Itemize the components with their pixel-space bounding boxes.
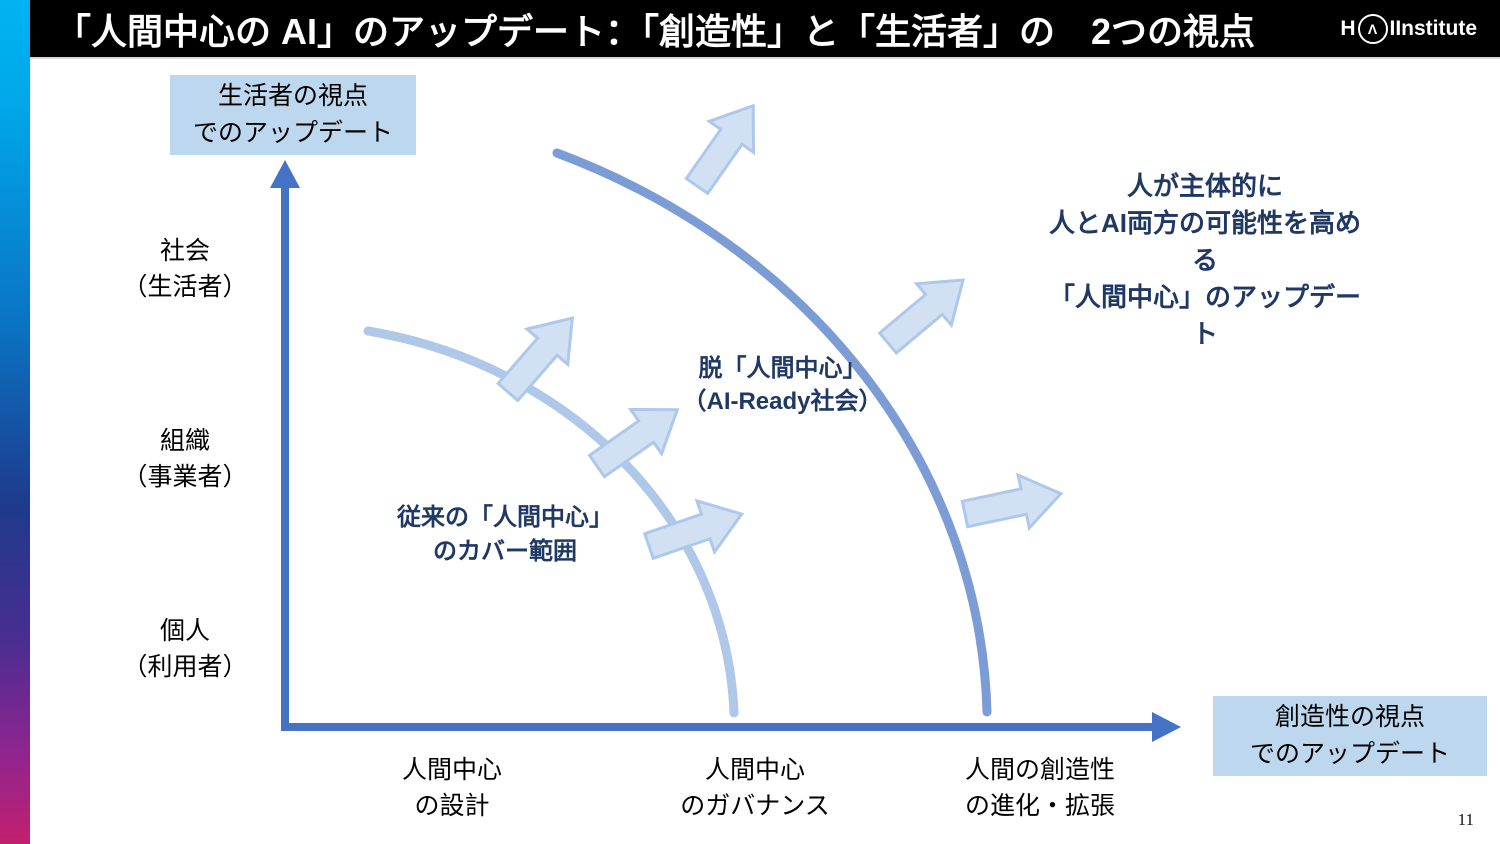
y-tick-society: 社会 （生活者）	[100, 233, 270, 305]
annotation-conventional-line2: のカバー範囲	[433, 538, 577, 565]
expansion-arrow-icon-right	[957, 465, 1068, 542]
annotation-update-line2: 人とAI両方の可能性を高める	[1048, 208, 1361, 275]
x-axis-label-box: 創造性の視点 でのアップデート	[1213, 696, 1487, 776]
inner-coverage-curve	[363, 326, 739, 718]
logo-suffix: IInstitute	[1389, 16, 1478, 40]
x-tick-creativity-line1: 人間の創造性	[964, 756, 1115, 784]
expansion-arrow-icon-top	[673, 88, 777, 203]
annotation-conventional-line1: 従来の「人間中心」	[397, 504, 613, 531]
y-axis-label-line2: でのアップデート	[192, 119, 393, 147]
page-title: 「人間中心の AI」のアップデート：「創造性」と「生活者」の 2つの視点	[55, 10, 1256, 52]
annotation-update-line3: 「人間中心」のアップデート	[1048, 282, 1361, 349]
x-tick-design-line1: 人間中心	[401, 756, 502, 784]
y-tick-organization: 組織 （事業者）	[100, 423, 270, 495]
x-tick-governance-line2: のガバナンス	[680, 792, 830, 820]
annotation-conventional-coverage: 従来の「人間中心」 のカバー範囲	[365, 501, 645, 569]
annotation-ai-ready-society: 脱「人間中心」 （AI-Ready社会）	[660, 352, 905, 418]
y-tick-society-line1: 社会	[159, 237, 210, 265]
y-tick-organization-line1: 組織	[159, 427, 210, 455]
x-axis-arrowhead-icon	[1152, 712, 1181, 742]
x-axis-label-line2: でのアップデート	[1249, 740, 1450, 768]
hai-institute-logo: H Λ IInstitute	[1340, 0, 1477, 57]
y-tick-individual-line1: 個人	[159, 617, 210, 645]
x-tick-governance: 人間中心 のガバナンス	[635, 752, 875, 824]
y-tick-individual: 個人 （利用者）	[100, 613, 270, 685]
y-tick-organization-line2: （事業者）	[122, 463, 248, 491]
x-tick-design-line2: の設計	[414, 792, 490, 820]
outer-coverage-curve	[552, 148, 992, 717]
y-axis-label-line1: 生活者の視点	[217, 82, 368, 110]
y-tick-individual-line2: （利用者）	[122, 653, 248, 681]
gradient-accent-bar	[0, 0, 30, 844]
y-tick-society-line2: （生活者）	[122, 273, 248, 301]
x-tick-creativity-line2: の進化・拡張	[964, 792, 1115, 820]
annotation-ai-ready-line2: （AI-Ready社会）	[682, 388, 883, 415]
x-tick-creativity: 人間の創造性 の進化・拡張	[920, 752, 1160, 824]
title-bar: 「人間中心の AI」のアップデート：「創造性」と「生活者」の 2つの視点 H Λ…	[30, 0, 1500, 59]
annotation-ai-ready-line1: 脱「人間中心」	[698, 355, 867, 382]
y-axis-label-box: 生活者の視点 でのアップデート	[170, 75, 416, 155]
x-tick-governance-line1: 人間中心	[704, 756, 805, 784]
logo-circle-a-icon: Λ	[1357, 13, 1388, 44]
x-tick-design: 人間中心 の設計	[332, 752, 572, 824]
expansion-arrow-icon-upper-right	[869, 257, 982, 366]
y-axis-arrowhead-icon	[270, 160, 300, 188]
annotation-update-line1: 人が主体的に	[1126, 171, 1283, 201]
x-axis-label-line1: 創造性の視点	[1274, 703, 1425, 731]
page-number: 11	[1457, 810, 1474, 829]
annotation-human-centric-update: 人が主体的に 人とAI両方の可能性を高める 「人間中心」のアップデート	[1045, 168, 1365, 353]
logo-letter-h: H	[1340, 16, 1356, 40]
